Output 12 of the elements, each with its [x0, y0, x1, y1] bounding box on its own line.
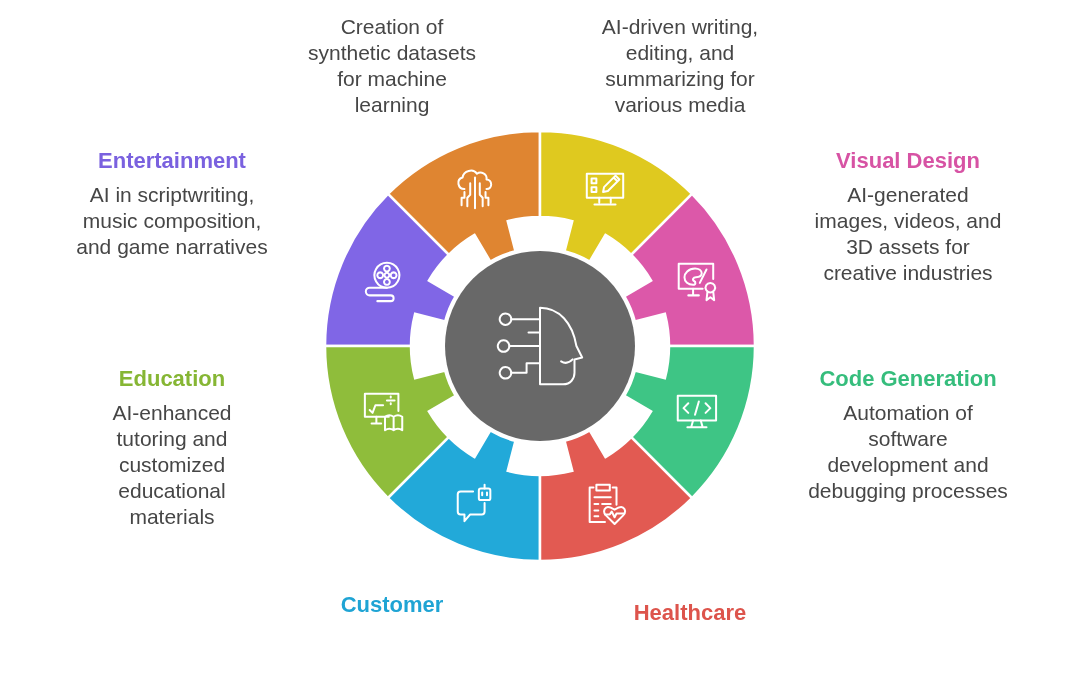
- category-heading: Education: [118, 366, 226, 392]
- description-text: AI-generated images, videos, and 3D assets for creative industries: [813, 182, 1003, 286]
- category-heading: Customer: [340, 592, 444, 618]
- description-text: AI in scriptwriting, music composition, and game narratives: [75, 182, 269, 260]
- category-heading: Visual Design: [836, 148, 980, 174]
- category-heading: Healthcare: [633, 600, 747, 626]
- category-heading: Entertainment: [98, 148, 246, 174]
- description-text: Creation of synthetic datasets for machine learning: [306, 14, 478, 118]
- description-text: AI-enhanced tutoring and customized educational materials: [111, 400, 233, 530]
- description-text: AI-driven writing, editing, and summarizing for various media: [600, 14, 760, 118]
- description-text: Automation of software development and debugging processes: [808, 400, 1008, 504]
- category-heading: Code Generation: [819, 366, 997, 392]
